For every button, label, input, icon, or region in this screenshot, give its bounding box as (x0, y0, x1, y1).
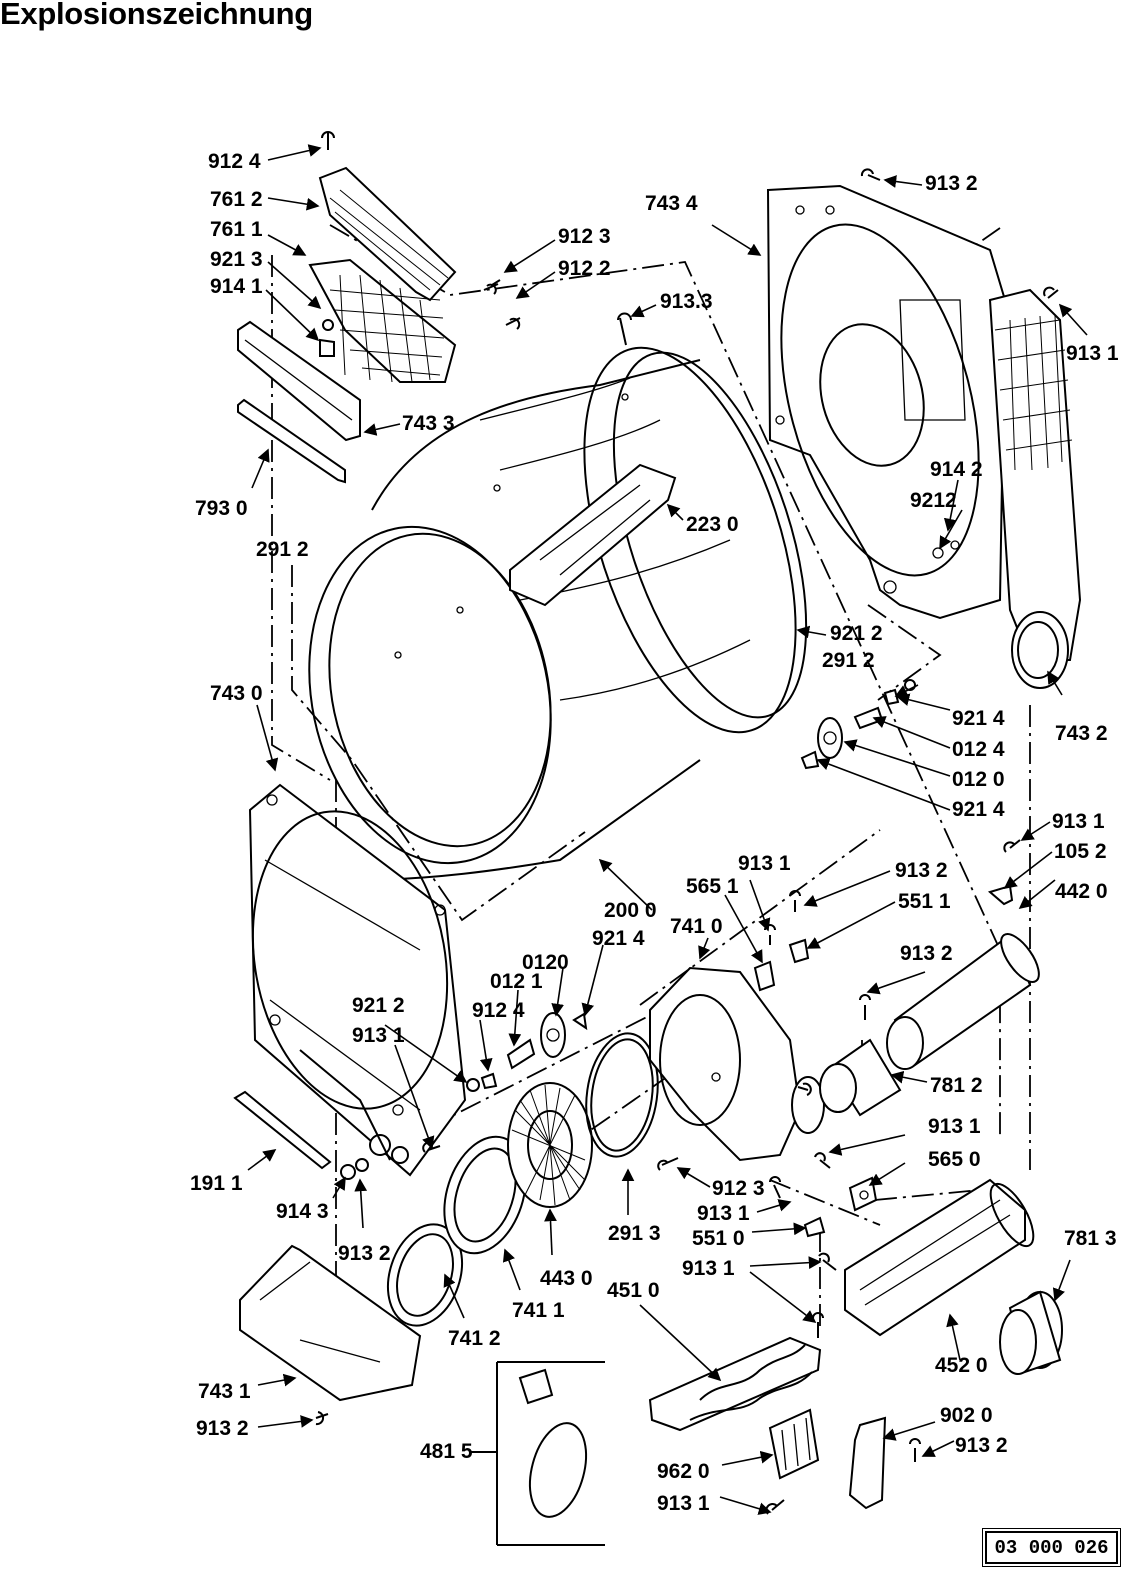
part-label: 741 0 (670, 915, 723, 938)
front-duct (239, 1244, 422, 1426)
part-label: 012 4 (952, 738, 1005, 761)
part-label: 012 0 (952, 768, 1005, 791)
small-brackets (753, 839, 1021, 992)
part-label: 551 1 (898, 890, 951, 913)
lint-filter-assembly (237, 131, 521, 484)
part-label: 452 0 (935, 1354, 988, 1377)
rear-bulkhead (766, 168, 1007, 620)
part-label: 921 4 (952, 798, 1005, 821)
part-label: 912 2 (558, 257, 611, 280)
part-label: 913 2 (955, 1434, 1008, 1457)
part-label: 781 3 (1064, 1227, 1117, 1250)
part-label: 105 2 (1054, 840, 1107, 863)
part-label: 913 1 (928, 1115, 981, 1138)
part-label: 743 1 (198, 1380, 251, 1403)
part-label: 451 0 (607, 1279, 660, 1302)
part-label: 191 1 (190, 1172, 243, 1195)
blower-assembly (387, 966, 825, 1327)
part-labels: 912 4 761 2 761 1 921 3 914 1 743 3 793 … (190, 150, 1119, 1515)
part-label: 913 1 (1066, 342, 1119, 365)
part-label: 481 5 (420, 1440, 473, 1463)
exhaust-collar (999, 1290, 1063, 1375)
part-label: 913 2 (338, 1242, 391, 1265)
part-label: 921 3 (210, 248, 263, 271)
part-label: 913 2 (925, 172, 978, 195)
part-label: 913 2 (900, 942, 953, 965)
part-label: 761 2 (210, 188, 263, 211)
heater-assembly (648, 1178, 1035, 1432)
part-label: 565 1 (686, 875, 739, 898)
bottom-brackets (765, 1408, 921, 1515)
part-label: 913.3 (660, 290, 713, 313)
part-label: 200 0 (604, 899, 657, 922)
rear-duct (988, 286, 1082, 689)
part-label: 913 1 (1052, 810, 1105, 833)
part-label: 913 1 (657, 1492, 710, 1515)
part-label: 913 2 (196, 1417, 249, 1440)
part-label: 902 0 (940, 1404, 993, 1427)
part-label: 913 1 (697, 1202, 750, 1225)
part-label: 921 4 (952, 707, 1005, 730)
part-label: 921 4 (592, 927, 645, 950)
part-label: 743 4 (645, 192, 698, 215)
part-label: 761 1 (210, 218, 263, 241)
part-label: 291 2 (822, 649, 875, 672)
part-label: 743 0 (210, 682, 263, 705)
door-seal-strip (233, 1090, 332, 1170)
part-label: 9212 (910, 489, 957, 512)
part-label: 741 2 (448, 1327, 501, 1350)
part-label: 921 2 (352, 994, 405, 1017)
part-label: 0120 (522, 951, 569, 974)
drum (308, 312, 808, 881)
thermostats (769, 1152, 878, 1238)
part-label: 913 1 (352, 1024, 405, 1047)
kit-box (496, 1361, 605, 1546)
part-label: 914 2 (930, 458, 983, 481)
part-label: 442 0 (1055, 880, 1108, 903)
part-label: 912 4 (472, 999, 525, 1022)
part-label: 913 1 (682, 1257, 735, 1280)
part-label: 781 2 (930, 1074, 983, 1097)
part-label: 565 0 (928, 1148, 981, 1171)
document-number: 03 000 026 (982, 1528, 1121, 1567)
part-label: 912 3 (558, 225, 611, 248)
page-title: Explosionszeichnung (0, 0, 313, 31)
part-label: 913 2 (895, 859, 948, 882)
part-label: 743 3 (402, 412, 455, 435)
part-label: 962 0 (657, 1460, 710, 1483)
part-label: 291 3 (608, 1222, 661, 1245)
part-label: 921 2 (830, 622, 883, 645)
leader-arrows (247, 144, 1088, 1515)
part-label: 741 1 (512, 1299, 565, 1322)
front-bulkhead (248, 783, 467, 1177)
part-label: 913 1 (738, 852, 791, 875)
part-label: 912 4 (208, 150, 261, 173)
part-label: 793 0 (195, 497, 248, 520)
part-label: 912 3 (712, 1177, 765, 1200)
part-label: 914 1 (210, 275, 263, 298)
rear-bearing-parts (800, 679, 916, 770)
part-label: 291 2 (256, 538, 309, 561)
part-label: 743 2 (1055, 722, 1108, 745)
part-label: 914 3 (276, 1200, 329, 1223)
part-label: 551 0 (692, 1227, 745, 1250)
exhaust-ducts (819, 933, 1040, 1117)
part-label: 443 0 (540, 1267, 593, 1290)
part-label: 012 1 (490, 970, 543, 993)
part-label: 223 0 (686, 513, 739, 536)
